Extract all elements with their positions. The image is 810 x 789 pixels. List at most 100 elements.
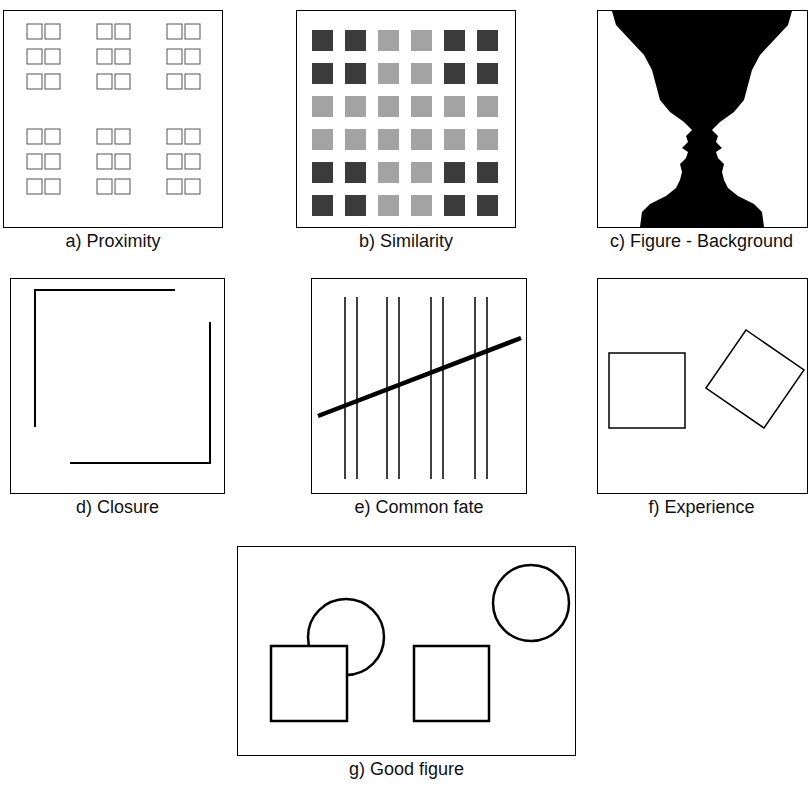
panel-caption: a) Proximity bbox=[3, 231, 223, 252]
dark-square bbox=[312, 30, 333, 51]
closure-line bbox=[34, 289, 36, 427]
light-square bbox=[378, 129, 399, 150]
panel-caption: g) Good figure bbox=[237, 759, 576, 780]
vertical-line bbox=[398, 297, 400, 479]
vertical-line bbox=[356, 297, 358, 479]
panel: f) Experience bbox=[597, 278, 808, 518]
light-square bbox=[411, 129, 432, 150]
light-square bbox=[411, 195, 432, 216]
panel-caption: b) Similarity bbox=[296, 231, 516, 252]
panel-frame bbox=[237, 546, 576, 756]
dark-square bbox=[312, 63, 333, 84]
light-square bbox=[411, 30, 432, 51]
panel: d) Closure bbox=[10, 278, 225, 518]
square bbox=[167, 74, 182, 89]
panel-frame bbox=[311, 278, 527, 494]
square bbox=[115, 179, 130, 194]
panel-caption: c) Figure - Background bbox=[596, 231, 807, 252]
square bbox=[45, 179, 60, 194]
closure-lines bbox=[35, 289, 211, 464]
common-fate-lines bbox=[318, 297, 521, 479]
square bbox=[167, 179, 182, 194]
light-square bbox=[378, 96, 399, 117]
square bbox=[97, 129, 112, 144]
square bbox=[45, 49, 60, 64]
square bbox=[115, 24, 130, 39]
panel: g) Good figure bbox=[237, 546, 576, 780]
square bbox=[27, 24, 42, 39]
dark-square bbox=[477, 30, 498, 51]
square bbox=[115, 129, 130, 144]
vase-silhouette bbox=[612, 11, 792, 227]
square bbox=[414, 646, 489, 721]
dark-square bbox=[312, 195, 333, 216]
square bbox=[97, 74, 112, 89]
square bbox=[271, 646, 347, 721]
panel-frame bbox=[10, 278, 225, 494]
square bbox=[97, 154, 112, 169]
closure-line bbox=[209, 322, 211, 464]
light-square bbox=[378, 63, 399, 84]
similarity-squares bbox=[312, 30, 498, 216]
experience-squares bbox=[609, 330, 804, 428]
light-square bbox=[345, 96, 366, 117]
vertical-line bbox=[474, 297, 476, 479]
vertical-line bbox=[344, 297, 346, 479]
square bbox=[115, 49, 130, 64]
closure-line bbox=[35, 289, 175, 291]
square bbox=[45, 129, 60, 144]
panel: e) Common fate bbox=[311, 278, 527, 518]
square bbox=[27, 179, 42, 194]
dark-square bbox=[444, 195, 465, 216]
dark-square bbox=[477, 162, 498, 183]
light-square bbox=[345, 129, 366, 150]
light-square bbox=[312, 96, 333, 117]
panel-frame bbox=[3, 10, 223, 228]
panel-caption: e) Common fate bbox=[311, 497, 527, 518]
panel-frame bbox=[296, 10, 516, 228]
light-square bbox=[444, 129, 465, 150]
light-square bbox=[411, 96, 432, 117]
square bbox=[115, 74, 130, 89]
panel-caption: f) Experience bbox=[596, 497, 807, 518]
good-figure-shapes bbox=[271, 565, 569, 721]
dark-square bbox=[345, 195, 366, 216]
square bbox=[27, 74, 42, 89]
square bbox=[45, 74, 60, 89]
closure-line bbox=[70, 462, 211, 464]
square bbox=[27, 49, 42, 64]
square bbox=[27, 129, 42, 144]
panel: b) Similarity bbox=[296, 10, 516, 252]
square bbox=[45, 24, 60, 39]
dark-square bbox=[444, 162, 465, 183]
square bbox=[115, 154, 130, 169]
light-square bbox=[411, 162, 432, 183]
rotated-square bbox=[706, 330, 804, 428]
panel-caption: d) Closure bbox=[10, 497, 225, 518]
square bbox=[185, 154, 200, 169]
square bbox=[185, 24, 200, 39]
light-square bbox=[378, 195, 399, 216]
square bbox=[167, 154, 182, 169]
square bbox=[45, 154, 60, 169]
square bbox=[609, 353, 685, 428]
square bbox=[27, 154, 42, 169]
dark-square bbox=[345, 30, 366, 51]
light-square bbox=[378, 30, 399, 51]
panel: a) Proximity bbox=[3, 10, 223, 252]
dark-square bbox=[312, 162, 333, 183]
dark-square bbox=[345, 162, 366, 183]
square bbox=[185, 74, 200, 89]
diagonal-line bbox=[318, 338, 521, 416]
circle bbox=[493, 565, 569, 641]
light-square bbox=[411, 63, 432, 84]
square bbox=[167, 49, 182, 64]
light-square bbox=[444, 96, 465, 117]
square bbox=[97, 49, 112, 64]
light-square bbox=[312, 129, 333, 150]
panel-frame bbox=[597, 278, 808, 494]
dark-square bbox=[345, 63, 366, 84]
panel: c) Figure - Background bbox=[597, 10, 808, 252]
